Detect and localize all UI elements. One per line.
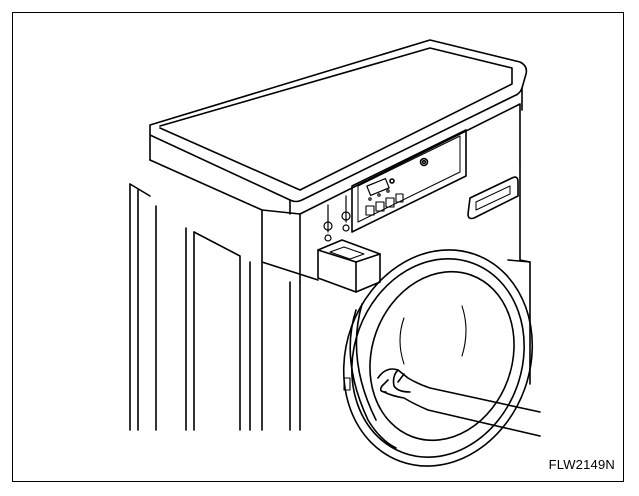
dispenser-handle bbox=[467, 176, 519, 220]
panel-buttons bbox=[365, 189, 404, 216]
key-switches bbox=[323, 195, 351, 242]
control-panel bbox=[351, 129, 467, 233]
figure-id-label: FLW2149N bbox=[548, 457, 615, 472]
hand-opening-door bbox=[377, 368, 541, 437]
cabinet-side bbox=[129, 183, 301, 431]
machine-top bbox=[149, 39, 528, 215]
coin-box bbox=[317, 239, 381, 293]
washer-door bbox=[342, 249, 534, 467]
front-panel bbox=[507, 161, 531, 385]
control-console bbox=[149, 103, 521, 283]
